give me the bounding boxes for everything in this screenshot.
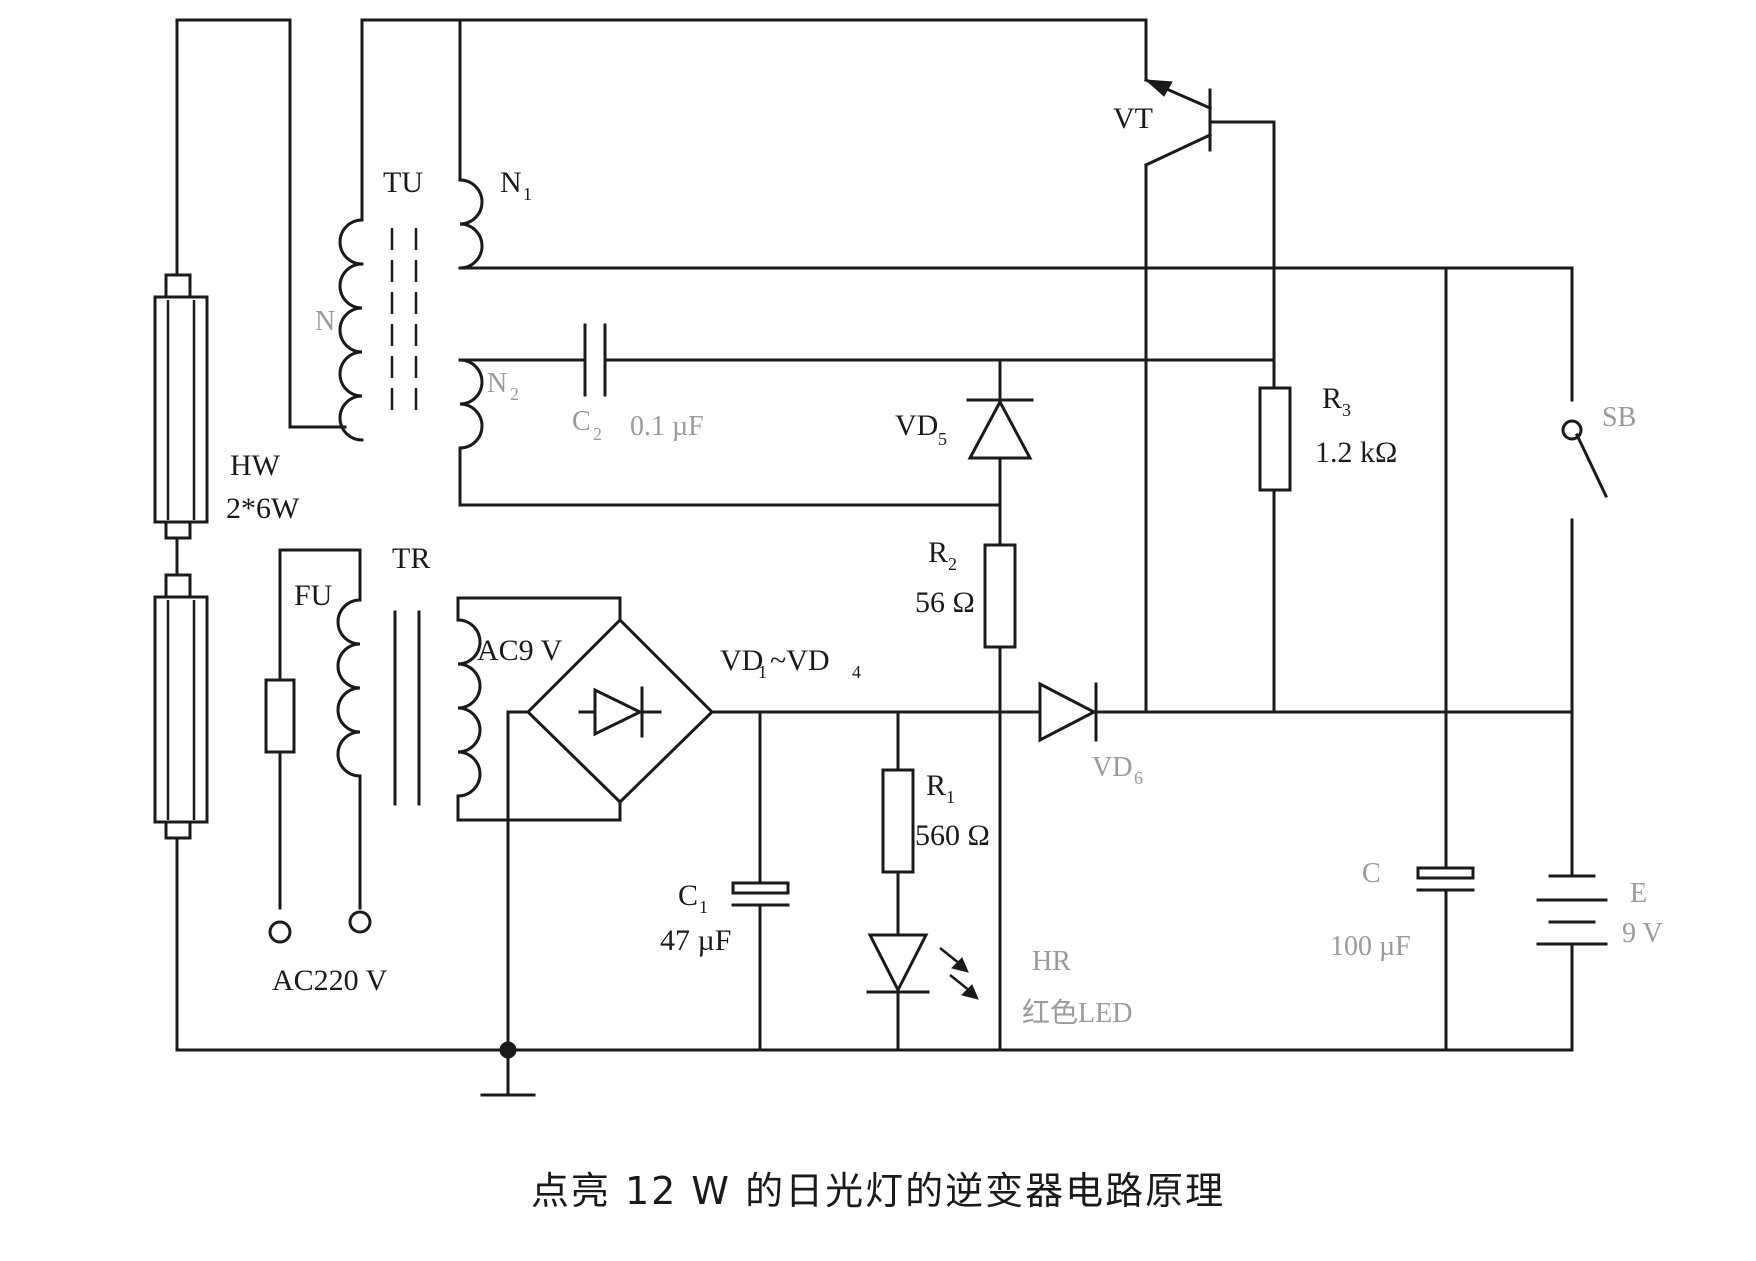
label-n2: N xyxy=(487,368,507,399)
label-r1-value: 560 Ω xyxy=(915,819,990,852)
label-bridge-mid: ~VD xyxy=(770,644,830,677)
label-vd5-sub: 5 xyxy=(938,429,947,449)
transformer-tu xyxy=(338,18,484,450)
label-hw: HW xyxy=(230,449,281,482)
label-hr-desc: 红色LED xyxy=(1022,997,1132,1029)
diagram-caption: 点亮 12 W 的日光灯的逆变器电路原理 xyxy=(530,1169,1226,1213)
label-battery-value: 9 V xyxy=(1622,918,1663,949)
label-n1: N xyxy=(500,166,522,199)
lamp-hw xyxy=(153,18,209,1052)
diode-vd6 xyxy=(1038,681,1098,743)
label-vd6-sub: 6 xyxy=(1134,768,1143,788)
label-vd5: VD xyxy=(895,409,938,442)
label-vd6: VD xyxy=(1092,752,1132,783)
label-r1: R xyxy=(926,769,946,802)
label-c1-value: 47 µF xyxy=(660,924,731,957)
label-r2-value: 56 Ω xyxy=(915,586,975,619)
label-bridge: VD xyxy=(720,644,763,677)
label-vt: VT xyxy=(1113,102,1153,135)
label-tu: TU xyxy=(383,166,423,199)
label-c2: C xyxy=(572,406,591,437)
transistor-vt xyxy=(1144,78,1276,714)
label-c2-sub: 2 xyxy=(593,424,602,444)
label-r3-value: 1.2 kΩ xyxy=(1315,436,1397,469)
label-r1-sub: 1 xyxy=(946,787,955,807)
label-c3-value: 100 µF xyxy=(1330,931,1411,962)
lamp-top-lead xyxy=(175,18,347,429)
ac220-terminals xyxy=(268,910,372,944)
label-n2-sub: 2 xyxy=(510,384,519,404)
ground-symbol xyxy=(480,1041,536,1097)
capacitor-c3 xyxy=(1416,710,1475,1052)
capacitor-c1 xyxy=(731,710,790,1052)
label-c2-value: 0.1 µF xyxy=(630,411,704,442)
label-c1-sub: 1 xyxy=(699,897,708,917)
label-sb: SB xyxy=(1602,402,1636,433)
top-rail xyxy=(360,18,1148,82)
label-n1-sub: 1 xyxy=(523,184,532,204)
battery-e xyxy=(1536,710,1608,1052)
label-bridge-sub1: 1 xyxy=(758,662,767,682)
bridge-rectifier xyxy=(506,617,715,1052)
label-c1: C xyxy=(678,879,698,912)
label-r3-sub: 3 xyxy=(1342,400,1351,420)
n1-rail xyxy=(458,266,1574,402)
label-r2: R xyxy=(928,536,948,569)
label-n-primary: N xyxy=(315,306,335,337)
diode-vd5 xyxy=(966,358,1034,547)
switch-sb xyxy=(1561,419,1608,714)
label-r2-sub: 2 xyxy=(948,554,957,574)
label-hw-rating: 2*6W xyxy=(226,492,300,525)
label-ac220: AC220 V xyxy=(272,964,388,997)
capacitor-c2 xyxy=(583,323,607,397)
resistor-r2 xyxy=(983,543,1017,714)
label-battery: E xyxy=(1630,878,1647,909)
label-bridge-sub2: 4 xyxy=(852,662,861,682)
resistor-r1 xyxy=(881,710,915,937)
label-hr: HR xyxy=(1032,946,1071,977)
label-c3: C xyxy=(1362,858,1381,889)
fuse-fu xyxy=(264,678,296,754)
resistor-r3 xyxy=(1258,386,1292,492)
n2-bottom-lead xyxy=(458,446,1002,507)
label-ac9: AC9 V xyxy=(477,634,563,667)
label-fu: FU xyxy=(294,579,333,612)
led-hr xyxy=(866,933,979,1052)
label-r3: R xyxy=(1322,382,1342,415)
label-tr: TR xyxy=(392,542,430,575)
